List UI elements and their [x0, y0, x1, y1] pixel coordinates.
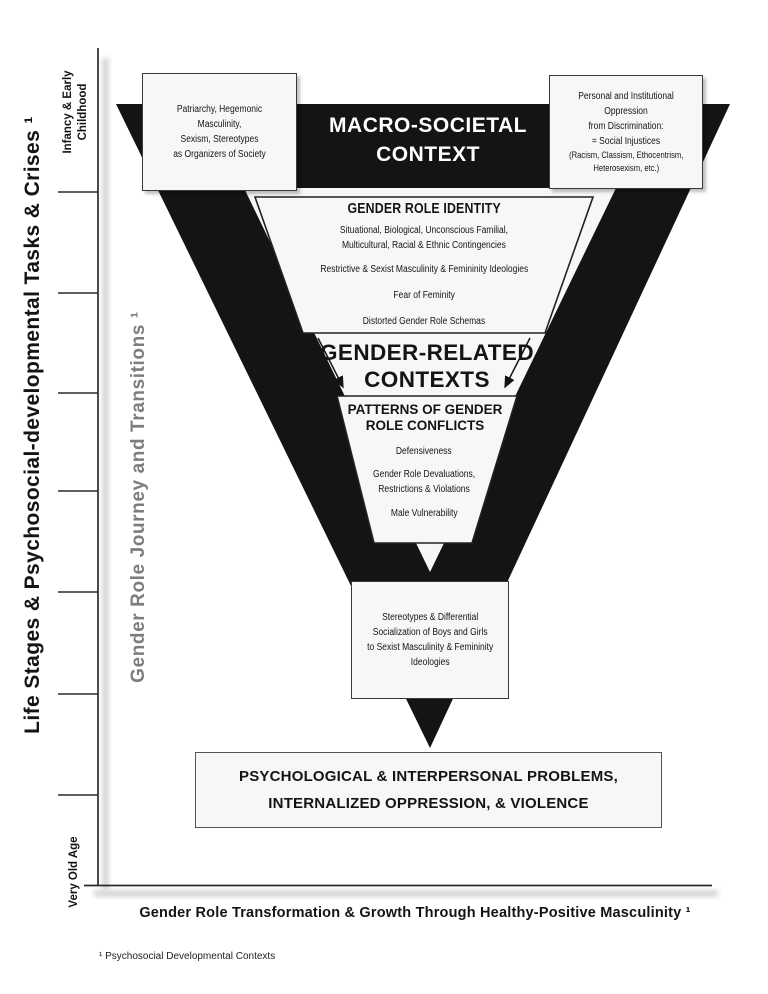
right-down-arrow — [504, 337, 531, 389]
stage-label-infancy: Infancy & Early Childhood — [61, 57, 91, 167]
identity-item-schemas: Distorted Gender Role Schemas — [224, 314, 624, 329]
stage-label-infancy-text: Infancy & Early Childhood — [62, 70, 89, 154]
identity-trapezoid — [253, 196, 595, 334]
identity-item-ideologies-text: Restrictive & Sexist Masculinity & Femin… — [320, 264, 528, 275]
journey-label: Gender Role Journey and Transitions ¹ — [127, 287, 151, 707]
patriarchy-box: Patriarchy, Hegemonic Masculinity, Sexis… — [142, 73, 297, 191]
left-axis-label: Life Stages & Psychosocial-developmental… — [18, 45, 48, 805]
oppression-box-sub: (Racism, Classism, Ethocentrism, Heteros… — [568, 149, 684, 173]
patterns-item-devaluations: Gender Role Devaluations, Restrictions &… — [224, 467, 624, 497]
oppression-box: Personal and Institutional Oppression fr… — [549, 75, 703, 189]
identity-title: GENDER ROLE IDENTITY — [224, 201, 624, 217]
bottom-axis-label: Gender Role Transformation & Growth Thro… — [98, 905, 732, 921]
patterns-trapezoid — [335, 395, 519, 544]
patriarchy-box-text: Patriarchy, Hegemonic Masculinity, Sexis… — [173, 104, 266, 160]
identity-item-fear: Fear of Feminity — [224, 288, 624, 303]
patterns-item-vulnerability-text: Male Vulnerability — [390, 508, 458, 519]
contexts-heading-text: GENDER-RELATED CONTEXTS — [320, 340, 534, 392]
socialization-box: Stereotypes & Differential Socialization… — [351, 581, 509, 699]
footnote: ¹ Psychosocial Developmental Contexts — [99, 951, 275, 962]
patterns-item-vulnerability: Male Vulnerability — [224, 506, 624, 521]
identity-item-schemas-text: Distorted Gender Role Schemas — [362, 316, 486, 327]
vertical-axis-shadow — [102, 58, 109, 890]
outcome-box: PSYCHOLOGICAL & INTERPERSONAL PROBLEMS, … — [195, 752, 662, 828]
journey-label-text: Gender Role Journey and Transitions ¹ — [128, 311, 149, 683]
identity-item-contingencies: Situational, Biological, Unconscious Fam… — [224, 223, 624, 253]
footnote-text: ¹ Psychosocial Developmental Contexts — [99, 951, 276, 962]
bottom-axis-label-text: Gender Role Transformation & Growth Thro… — [139, 905, 691, 921]
oppression-box-main: Personal and Institutional Oppression fr… — [578, 90, 674, 147]
outcome-box-text: PSYCHOLOGICAL & INTERPERSONAL PROBLEMS, … — [239, 768, 618, 812]
identity-item-ideologies: Restrictive & Sexist Masculinity & Femin… — [224, 262, 624, 277]
stage-label-very-old-age-text: Very Old Age — [67, 836, 80, 908]
contexts-heading: GENDER-RELATED CONTEXTS — [227, 340, 627, 393]
identity-item-fear-text: Fear of Feminity — [393, 290, 455, 301]
patterns-item-devaluations-text: Gender Role Devaluations, Restrictions &… — [372, 469, 476, 495]
macro-context-heading-text: MACRO-SOCIETAL CONTEXT — [329, 114, 527, 166]
left-down-arrow — [317, 337, 344, 389]
identity-title-text: GENDER ROLE IDENTITY — [347, 201, 501, 217]
patterns-title-text: PATTERNS OF GENDER ROLE CONFLICTS — [347, 402, 503, 433]
socialization-box-text: Stereotypes & Differential Socialization… — [366, 612, 494, 668]
patterns-item-defensiveness-text: Defensiveness — [396, 446, 452, 457]
axis-tick-marks — [58, 191, 98, 796]
left-axis-label-text: Life Stages & Psychosocial-developmental… — [21, 116, 44, 734]
patterns-item-defensiveness: Defensiveness — [224, 444, 624, 459]
macro-context-heading: MACRO-SOCIETAL CONTEXT — [293, 112, 563, 170]
stage-label-very-old-age: Very Old Age — [66, 824, 82, 920]
horizontal-axis-shadow — [94, 890, 718, 897]
patterns-title: PATTERNS OF GENDER ROLE CONFLICTS — [225, 402, 625, 434]
identity-item-contingencies-text: Situational, Biological, Unconscious Fam… — [339, 225, 509, 251]
